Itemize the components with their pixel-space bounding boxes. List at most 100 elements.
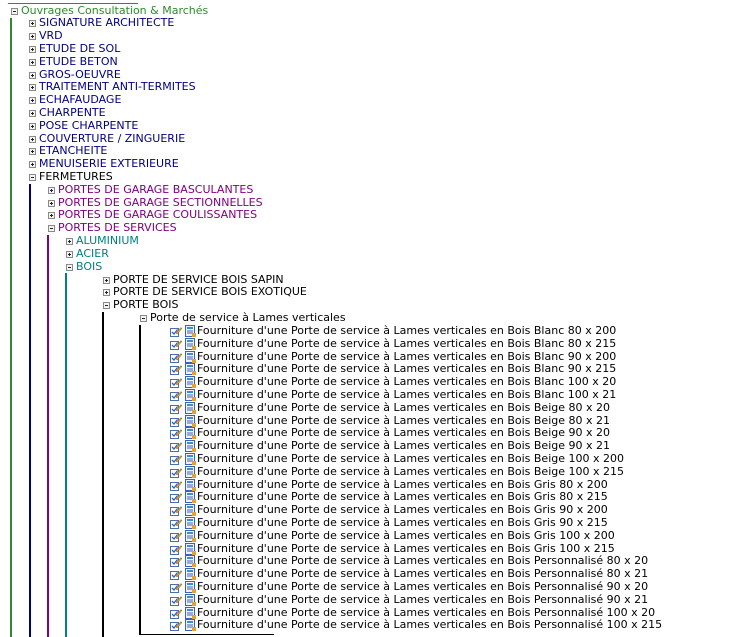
pencil-checkbox-icon[interactable]	[170, 416, 183, 427]
tree-leaf-item[interactable]: Fourniture d'une Porte de service à Lame…	[170, 554, 648, 568]
tree-leaf-item[interactable]: Fourniture d'une Porte de service à Lame…	[170, 503, 640, 517]
pencil-checkbox-icon[interactable]	[170, 480, 183, 491]
tree-node-etancheite[interactable]: ETANCHEITE	[39, 144, 108, 158]
document-icon[interactable]	[185, 453, 196, 465]
document-icon[interactable]	[185, 542, 196, 555]
pencil-checkbox-icon[interactable]	[170, 467, 183, 478]
document-icon[interactable]	[185, 414, 196, 427]
pencil-checkbox-icon[interactable]	[170, 544, 183, 555]
pencil-checkbox-icon[interactable]	[170, 505, 183, 517]
document-icon[interactable]	[185, 440, 196, 453]
tree-leaf-item[interactable]: Fourniture d'une Porte de service à Lame…	[170, 618, 662, 632]
plus-box-icon[interactable]	[29, 161, 36, 169]
pencil-checkbox-icon[interactable]	[170, 428, 183, 440]
tree-leaf-item[interactable]: Fourniture d'une Porte de service à Lame…	[170, 593, 648, 607]
minus-box-icon[interactable]	[66, 263, 73, 271]
pencil-checkbox-icon[interactable]	[170, 608, 183, 619]
document-icon[interactable]	[185, 478, 196, 491]
tree-leaf-item[interactable]: Fourniture d'une Porte de service à Lame…	[170, 401, 640, 415]
tree-leaf-item[interactable]: Fourniture d'une Porte de service à Lame…	[170, 452, 640, 466]
plus-box-icon[interactable]	[29, 84, 36, 92]
tree-node-portes-de-garage-basculantes[interactable]: PORTES DE GARAGE BASCULANTES	[58, 182, 254, 196]
pencil-checkbox-icon[interactable]	[170, 441, 183, 453]
plus-box-icon[interactable]	[29, 33, 36, 41]
minus-box-icon[interactable]	[103, 302, 110, 310]
plus-box-icon[interactable]	[48, 212, 55, 220]
tree-leaf-item[interactable]: Fourniture d'une Porte de service à Lame…	[170, 567, 648, 581]
pencil-checkbox-icon[interactable]	[170, 403, 183, 414]
plus-box-icon[interactable]	[48, 186, 55, 194]
plus-box-icon[interactable]	[103, 289, 110, 297]
tree-leaf-item[interactable]: Fourniture d'une Porte de service à Lame…	[170, 350, 640, 364]
pencil-checkbox-icon[interactable]	[170, 454, 183, 465]
tree-leaf-item[interactable]: Fourniture d'une Porte de service à Lame…	[170, 490, 640, 504]
document-icon[interactable]	[185, 337, 196, 350]
tree-node-etude-de-sol[interactable]: ETUDE DE SOL	[39, 41, 121, 55]
tree-node-acier[interactable]: ACIER	[76, 246, 109, 260]
tree-root-label[interactable]: Ouvrages Consultation & Marchés	[21, 3, 209, 17]
pencil-checkbox-icon[interactable]	[170, 364, 183, 376]
plus-box-icon[interactable]	[29, 109, 36, 117]
plus-box-icon[interactable]	[29, 45, 36, 53]
tree-leaf-item[interactable]: Fourniture d'une Porte de service à Lame…	[170, 606, 655, 620]
tree-node-charpente[interactable]: CHARPENTE	[39, 105, 106, 119]
document-icon[interactable]	[185, 619, 196, 632]
plus-box-icon[interactable]	[29, 148, 36, 156]
tree-leaf-item[interactable]: Fourniture d'une Porte de service à Lame…	[170, 426, 640, 440]
tree-node-bois[interactable]: BOIS	[76, 259, 103, 273]
pencil-checkbox-icon[interactable]	[170, 326, 183, 337]
tree-node-couverture-zinguerie[interactable]: COUVERTURE / ZINGUERIE	[39, 131, 186, 145]
tree-node-aluminium[interactable]: ALUMINIUM	[76, 234, 139, 247]
document-icon[interactable]	[185, 593, 196, 606]
plus-box-icon[interactable]	[29, 58, 36, 66]
pencil-checkbox-icon[interactable]	[170, 582, 183, 593]
minus-box-icon[interactable]	[11, 7, 18, 15]
plus-box-icon[interactable]	[29, 135, 36, 143]
tree-node-porte-de-service-bois-sapin[interactable]: PORTE DE SERVICE BOIS SAPIN	[113, 272, 284, 286]
tree-leaf-item[interactable]: Fourniture d'une Porte de service à Lame…	[170, 414, 640, 428]
document-icon[interactable]	[185, 555, 196, 568]
tree-node-menuiserie-exterieure[interactable]: MENUISERIE EXTERIEURE	[39, 157, 179, 171]
document-icon[interactable]	[185, 325, 196, 337]
pencil-checkbox-icon[interactable]	[170, 390, 183, 401]
plus-box-icon[interactable]	[48, 199, 55, 207]
tree-node-vrd[interactable]: VRD	[39, 29, 63, 43]
plus-box-icon[interactable]	[29, 97, 36, 105]
tree-node-portes-de-services[interactable]: PORTES DE SERVICES	[58, 221, 177, 235]
tree-node-pose-charpente[interactable]: POSE CHARPENTE	[39, 118, 139, 132]
document-icon[interactable]	[185, 465, 196, 478]
plus-box-icon[interactable]	[103, 276, 110, 284]
document-icon[interactable]	[185, 401, 196, 414]
document-icon[interactable]	[185, 606, 196, 619]
pencil-checkbox-icon[interactable]	[170, 377, 183, 389]
tree-node-porte-bois[interactable]: PORTE BOIS	[113, 298, 179, 312]
document-icon[interactable]	[185, 389, 196, 401]
tree-leaf-item[interactable]: Fourniture d'une Porte de service à Lame…	[170, 478, 640, 492]
tree-node-traitement-anti-termites[interactable]: TRAITEMENT ANTI-TERMITES	[39, 80, 196, 94]
plus-box-icon[interactable]	[29, 71, 36, 79]
tree-node-portes-de-garage-sectionnelles[interactable]: PORTES DE GARAGE SECTIONNELLES	[58, 195, 263, 209]
minus-box-icon[interactable]	[48, 225, 55, 233]
document-icon[interactable]	[185, 363, 196, 376]
pencil-checkbox-icon[interactable]	[170, 620, 183, 632]
pencil-checkbox-icon[interactable]	[170, 531, 183, 542]
tree-leaf-item[interactable]: Fourniture d'une Porte de service à Lame…	[170, 529, 640, 543]
tree-node-porte-lames-verticales[interactable]: Porte de service à Lames verticales	[150, 311, 346, 324]
document-icon[interactable]	[185, 581, 196, 593]
pencil-checkbox-icon[interactable]	[170, 569, 183, 581]
tree-leaf-item[interactable]: Fourniture d'une Porte de service à Lame…	[170, 542, 640, 556]
tree-leaf-item[interactable]: Fourniture d'une Porte de service à Lame…	[170, 362, 640, 376]
document-icon[interactable]	[185, 504, 196, 517]
document-icon[interactable]	[185, 568, 196, 581]
pencil-checkbox-icon[interactable]	[170, 518, 183, 529]
tree-leaf-item[interactable]: Fourniture d'une Porte de service à Lame…	[170, 388, 640, 402]
tree-node-echafaudage[interactable]: ECHAFAUDAGE	[39, 93, 122, 107]
plus-box-icon[interactable]	[29, 20, 36, 28]
plus-box-icon[interactable]	[29, 122, 36, 130]
tree-node-etude-beton[interactable]: ETUDE BETON	[39, 54, 118, 68]
tree-leaf-item[interactable]: Fourniture d'une Porte de service à Lame…	[170, 439, 640, 453]
tree-leaf-item[interactable]: Fourniture d'une Porte de service à Lame…	[170, 580, 648, 594]
tree-leaf-item[interactable]: Fourniture d'une Porte de service à Lame…	[170, 337, 640, 351]
plus-box-icon[interactable]	[66, 238, 73, 245]
document-icon[interactable]	[185, 491, 196, 504]
